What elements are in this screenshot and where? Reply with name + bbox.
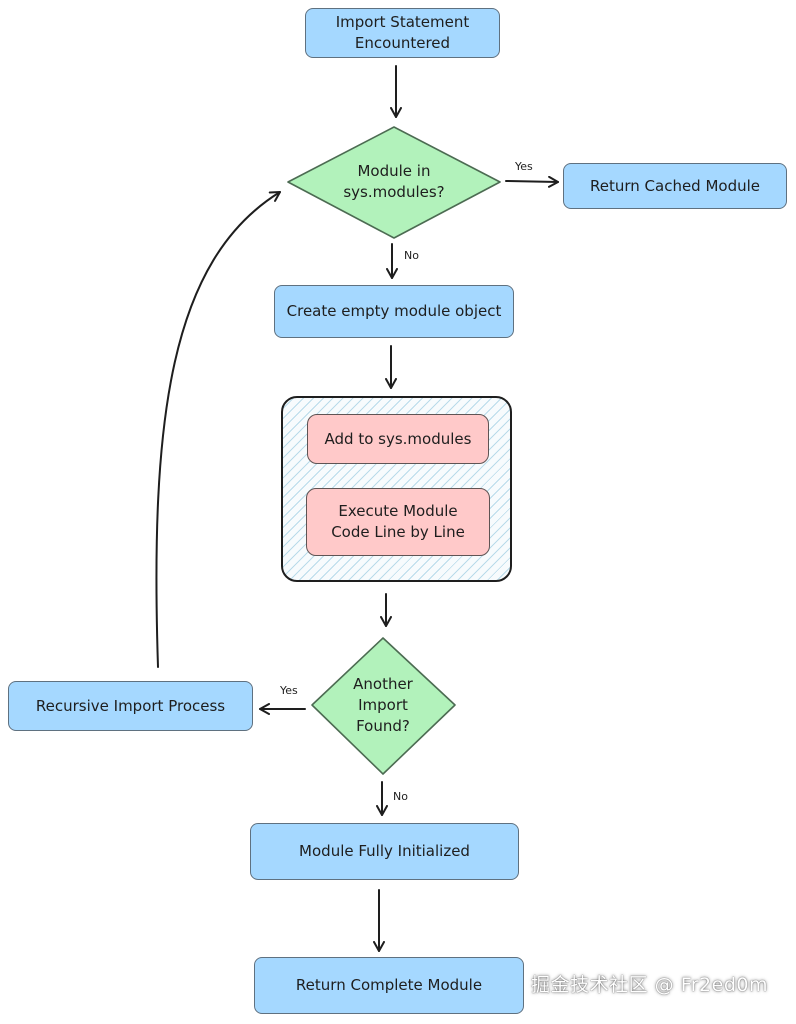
node-another-import-found-label: Another Import Found? — [353, 674, 413, 735]
edge-label-cached-no: No — [404, 249, 419, 262]
node-add-to-sys-modules[interactable]: Add to sys.modules — [307, 414, 489, 464]
node-add-to-sys-modules-label: Add to sys.modules — [324, 429, 472, 448]
node-recursive-import-process-label: Recursive Import Process — [35, 696, 226, 715]
node-import-statement[interactable]: Import Statement Encountered — [305, 8, 500, 58]
decision-diamond-module-in-sys-modules — [287, 126, 501, 239]
node-execute-module-code-label: Execute Module Code Line by Line — [331, 502, 465, 541]
node-import-statement-label: Import Statement Encountered — [335, 13, 470, 52]
edge-label-cached-yes: Yes — [515, 160, 533, 173]
node-recursive-import-process[interactable]: Recursive Import Process — [8, 681, 253, 731]
edge-label-another-yes: Yes — [280, 684, 298, 697]
node-return-complete-module-label: Return Complete Module — [295, 976, 483, 994]
edge-label-another-no: No — [393, 790, 408, 803]
watermark-text: 掘金技术社区 @ Fr2ed0m — [531, 974, 768, 996]
node-create-empty-module-label: Create empty module object — [286, 302, 502, 320]
node-module-in-sys-modules-label: Module in sys.modules? — [343, 162, 445, 201]
node-create-empty-module[interactable]: Create empty module object — [274, 285, 514, 338]
node-return-complete-module[interactable]: Return Complete Module — [254, 957, 524, 1014]
node-another-import-found[interactable]: Another Import Found? — [333, 672, 433, 738]
node-execute-module-code[interactable]: Execute Module Code Line by Line — [306, 488, 490, 556]
node-module-fully-initialized[interactable]: Module Fully Initialized — [250, 823, 519, 880]
arrow-recursive-loop-back — [155, 191, 281, 668]
decision-diamond-another-import-found — [311, 637, 456, 775]
node-return-cached-module-label: Return Cached Module — [589, 176, 761, 195]
node-module-in-sys-modules[interactable]: Module in sys.modules? — [318, 155, 470, 209]
node-return-cached-module[interactable]: Return Cached Module — [563, 163, 787, 209]
node-module-fully-initialized-label: Module Fully Initialized — [299, 842, 470, 860]
arrow-decision-to-cached-yes — [505, 175, 559, 188]
